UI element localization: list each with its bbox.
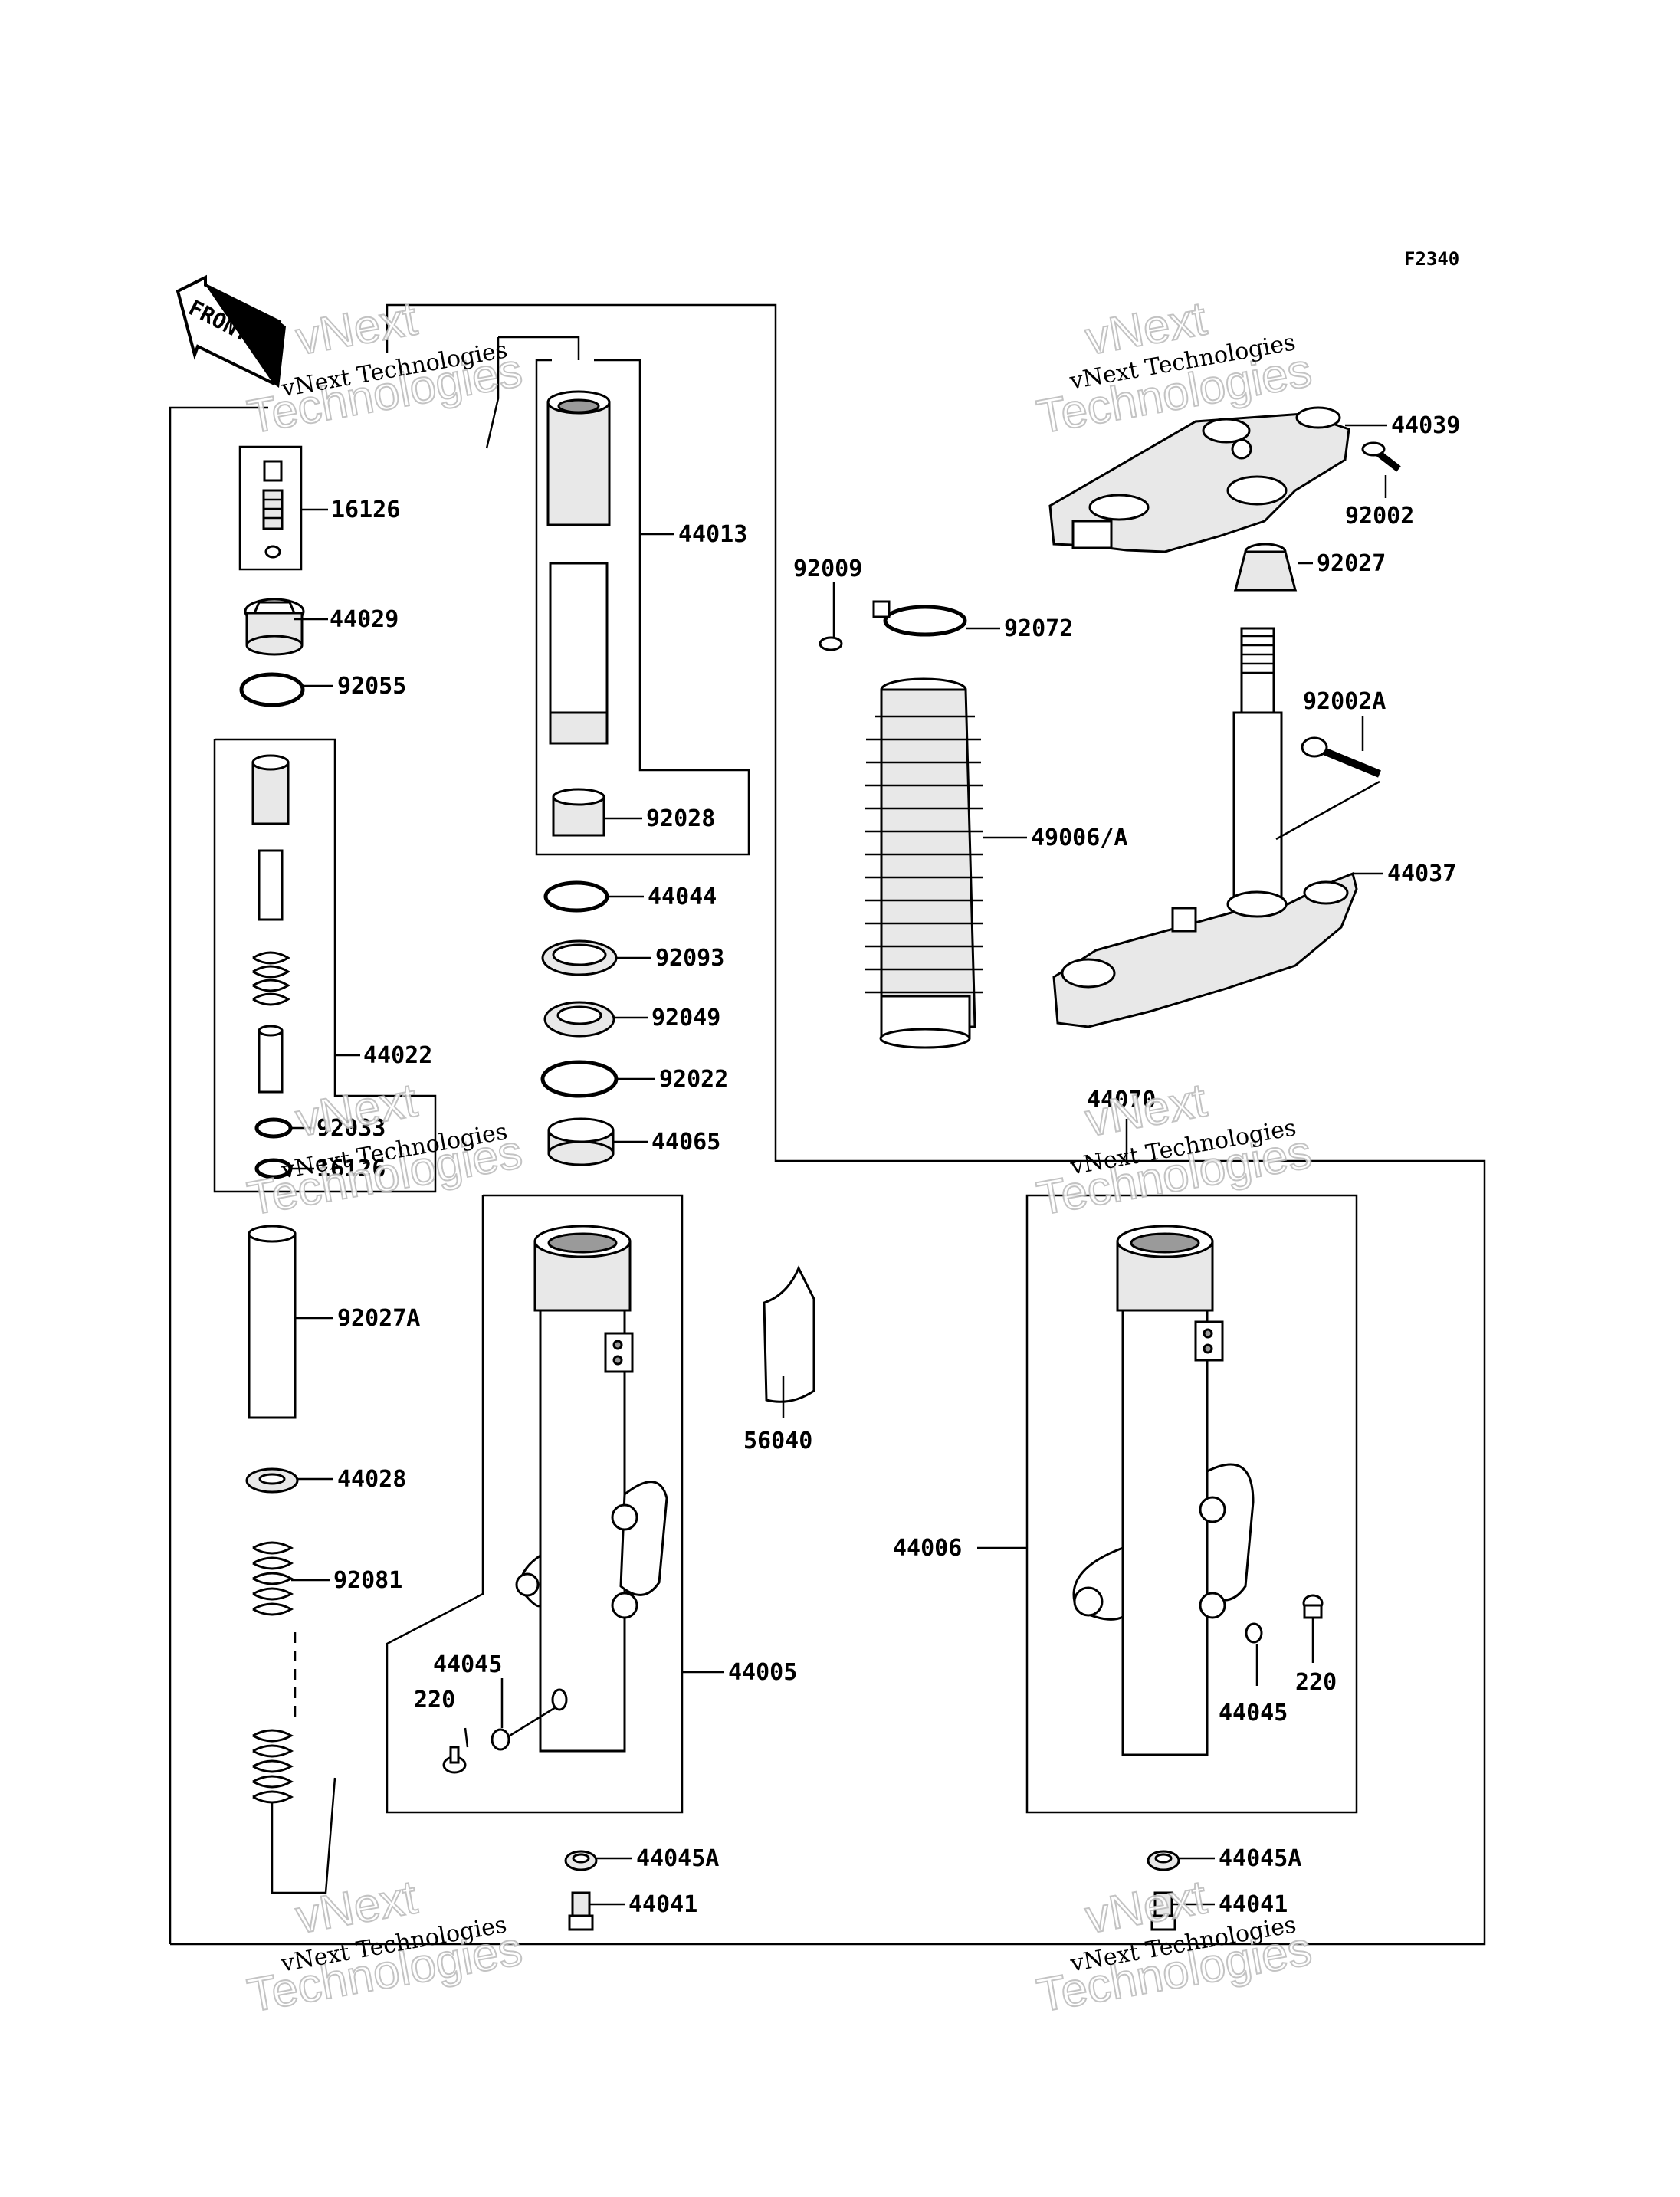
part-44022-damper <box>251 754 290 1094</box>
label-92022: 92022 <box>659 1066 728 1093</box>
label-44022: 44022 <box>363 1042 432 1069</box>
part-92002A-bolt <box>1301 736 1381 778</box>
part-44029-cap <box>244 598 305 656</box>
part-92027A-tube <box>248 1225 297 1419</box>
label-44039: 44039 <box>1391 412 1460 439</box>
label-44006: 44006 <box>893 1535 962 1562</box>
label-92055: 92055 <box>337 673 406 700</box>
label-44044: 44044 <box>648 884 717 910</box>
watermark-bottom-left: vNext Technologies vNext Technologies <box>243 1870 527 2023</box>
label-92081: 92081 <box>333 1567 402 1594</box>
label-44045A-left: 44045A <box>636 1845 719 1872</box>
part-49006-boot <box>865 677 983 1049</box>
label-16126: 16126 <box>331 497 400 523</box>
label-44041-left: 44041 <box>628 1891 697 1918</box>
label-92002: 92002 <box>1345 503 1414 530</box>
part-44041-bolt-left <box>568 1891 594 1931</box>
part-92009-screw <box>819 609 843 651</box>
part-92033-ring <box>254 1117 293 1139</box>
part-44005-outer-tube <box>515 1225 668 1753</box>
label-44065: 44065 <box>651 1129 720 1156</box>
label-92033: 92033 <box>317 1115 386 1142</box>
part-16126-valve <box>262 460 284 559</box>
part-92002-bolt <box>1361 441 1401 472</box>
group-outline <box>169 303 1486 1946</box>
part-16126-ring <box>254 1158 293 1179</box>
label-44005: 44005 <box>728 1659 797 1686</box>
label-16126-b: 16126 <box>317 1156 386 1182</box>
label-92072: 92072 <box>1004 615 1073 642</box>
part-92093-seal <box>541 939 618 976</box>
label-44041-right: 44041 <box>1219 1891 1288 1918</box>
part-44037-lower-bracket <box>1052 627 1358 1028</box>
figure-code: F2340 <box>1404 248 1459 270</box>
part-44006-outer-tube <box>1072 1225 1255 1756</box>
part-44045A-washer-left <box>564 1850 598 1871</box>
part-56040-guard <box>763 1265 815 1403</box>
label-220-right: 220 <box>1295 1669 1337 1696</box>
part-44041-bolt-right <box>1150 1891 1176 1931</box>
front-arrow-icon: FRONT <box>176 274 286 388</box>
label-44045-right: 44045 <box>1219 1700 1288 1726</box>
label-92028: 92028 <box>646 805 715 832</box>
label-92027: 92027 <box>1317 550 1386 577</box>
label-92027A: 92027A <box>337 1305 420 1332</box>
label-92093: 92093 <box>655 945 724 972</box>
part-220-bolt-right <box>1302 1594 1324 1619</box>
part-92028-bushing <box>552 788 605 837</box>
part-92022-washer <box>540 1060 619 1098</box>
label-92049: 92049 <box>651 1005 720 1031</box>
part-92081-spring <box>252 1541 294 1804</box>
part-44039-upper-bracket <box>1048 406 1350 553</box>
part-44045-washer-left <box>491 1728 510 1751</box>
part-92049-oil-seal <box>543 1001 615 1038</box>
part-44045-washer-right <box>1245 1622 1263 1644</box>
watermark-bottom-right: vNext Technologies vNext Technologies <box>1032 1870 1316 2023</box>
label-44029: 44029 <box>330 606 399 633</box>
label-44045A-right: 44045A <box>1219 1845 1301 1872</box>
label-49006: 49006/A <box>1031 825 1127 851</box>
label-92002A: 92002A <box>1303 688 1386 715</box>
label-44028: 44028 <box>337 1466 406 1493</box>
part-44013-inner-tube <box>546 390 611 745</box>
label-44037: 44037 <box>1387 861 1456 887</box>
label-44045-left: 44045 <box>433 1651 502 1678</box>
label-92009: 92009 <box>793 556 862 582</box>
watermark-mid-right: vNext Technologies vNext Technologies <box>1032 1073 1316 1226</box>
part-44028-washer <box>245 1467 299 1494</box>
part-44045A-washer-right <box>1147 1850 1180 1871</box>
label-44070: 44070 <box>1087 1087 1156 1113</box>
part-92027-collar <box>1233 543 1298 592</box>
label-56040: 56040 <box>743 1428 812 1454</box>
label-220-left: 220 <box>414 1687 455 1713</box>
part-44065-bushing <box>547 1117 615 1166</box>
part-44044-clip <box>543 880 609 913</box>
part-labels: 16126 44029 92055 44022 92033 16126 9202… <box>317 412 1460 1918</box>
part-92072-clamp <box>872 600 967 637</box>
part-220-bolt-left <box>442 1746 467 1774</box>
leader-lines <box>291 424 1387 1906</box>
label-44013: 44013 <box>678 521 747 548</box>
part-92055-o-ring <box>239 672 305 707</box>
